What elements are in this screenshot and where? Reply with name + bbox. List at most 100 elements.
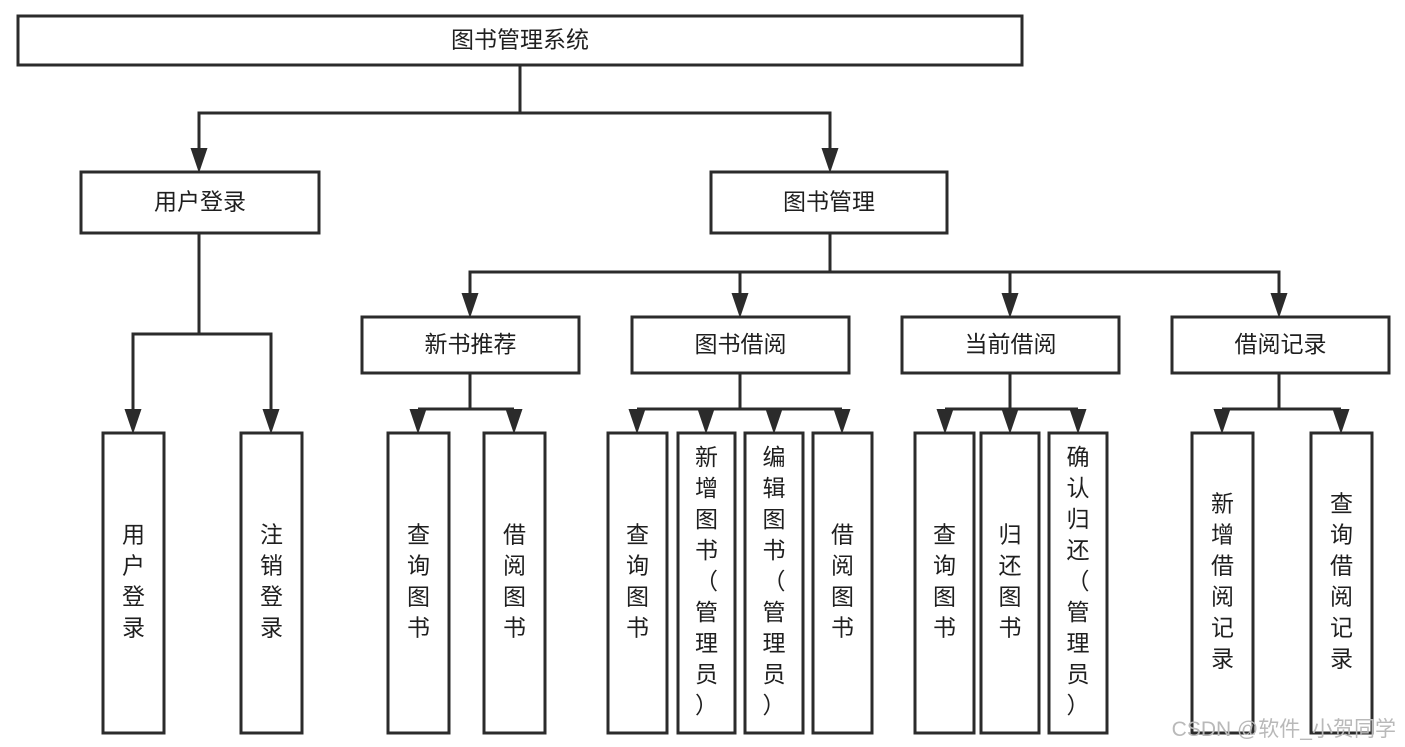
- node-borrow-record[interactable]: 借阅记录: [1170, 315, 1391, 375]
- arrow-head-icon: [833, 409, 851, 434]
- node-leaf-borrow-book-2[interactable]: 借阅图书: [811, 431, 874, 735]
- node-box[interactable]: [913, 431, 976, 735]
- arrow-head-icon: [821, 148, 839, 173]
- connector-current-borrow-to-leaf-query-book-3: [936, 407, 1010, 434]
- node-label: 图书管理: [783, 189, 875, 215]
- node-label: 注销登录: [260, 522, 283, 641]
- node-label: 查询图书: [933, 522, 956, 641]
- connector-current-borrow-to-leaf-return-book: [1001, 409, 1019, 434]
- node-label: 借阅图书: [831, 522, 854, 641]
- arrow-head-icon: [505, 409, 523, 434]
- node-label: 确认归还（管理员）: [1067, 444, 1090, 718]
- node-box[interactable]: [630, 315, 851, 375]
- node-label: 当前借阅: [965, 331, 1057, 357]
- arrow-head-icon: [697, 409, 715, 434]
- arrow-head-icon: [1001, 293, 1019, 318]
- connector-new-book-recommend-to-leaf-borrow-book-1: [470, 407, 523, 434]
- connector-root-to-user-login: [190, 111, 520, 173]
- connector-book-borrow-to-leaf-add-book: [697, 407, 740, 434]
- node-box[interactable]: [900, 315, 1121, 375]
- connector-book-borrow-to-leaf-borrow-book-2: [740, 407, 851, 434]
- edge-path: [520, 111, 832, 148]
- node-label: 借阅图书: [503, 522, 526, 641]
- arrow-head-icon: [409, 409, 427, 434]
- connector-book-manage-to-new-book-recommend: [461, 270, 830, 318]
- node-current-borrow[interactable]: 当前借阅: [900, 315, 1121, 375]
- arrow-head-icon: [1001, 409, 1019, 434]
- node-box[interactable]: [482, 431, 547, 735]
- node-leaf-logout[interactable]: 注销登录: [239, 431, 304, 735]
- edge-path: [830, 270, 1281, 293]
- node-root[interactable]: 图书管理系统: [16, 14, 1024, 67]
- node-label: 归还图书: [999, 522, 1022, 641]
- node-box[interactable]: [239, 431, 304, 735]
- node-leaf-edit-book[interactable]: 编辑图书（管理员）: [743, 431, 805, 735]
- connector-book-manage-to-book-borrow: [731, 270, 830, 318]
- node-label: 用户登录: [154, 189, 246, 215]
- node-box[interactable]: [606, 431, 669, 735]
- node-leaf-return-book[interactable]: 归还图书: [979, 431, 1041, 735]
- arrow-head-icon: [1213, 409, 1231, 434]
- connector-book-manage-to-borrow-record: [830, 270, 1288, 318]
- connector-borrow-record-to-leaf-add-record: [1213, 407, 1279, 434]
- node-box[interactable]: [16, 14, 1024, 67]
- arrow-head-icon: [936, 409, 954, 434]
- node-box[interactable]: [811, 431, 874, 735]
- node-book-manage[interactable]: 图书管理: [709, 170, 949, 235]
- node-box[interactable]: [1170, 315, 1391, 375]
- node-label: 图书管理系统: [451, 27, 589, 53]
- node-box[interactable]: [79, 170, 321, 235]
- node-box[interactable]: [709, 170, 949, 235]
- node-leaf-borrow-book-1[interactable]: 借阅图书: [482, 431, 547, 735]
- node-label: 新增借阅记录: [1211, 491, 1234, 672]
- connector-user-login-to-leaf-logout: [199, 332, 280, 434]
- node-label: 图书借阅: [695, 331, 787, 357]
- node-book-borrow[interactable]: 图书借阅: [630, 315, 851, 375]
- node-leaf-query-record[interactable]: 查询借阅记录: [1309, 431, 1374, 735]
- node-box[interactable]: [979, 431, 1041, 735]
- node-leaf-query-book-3[interactable]: 查询图书: [913, 431, 976, 735]
- node-box[interactable]: [1047, 431, 1109, 735]
- connector-book-manage-to-current-borrow: [830, 270, 1019, 318]
- node-box[interactable]: [386, 431, 451, 735]
- arrow-head-icon: [190, 148, 208, 173]
- node-leaf-confirm-return[interactable]: 确认归还（管理员）: [1047, 431, 1109, 735]
- node-box[interactable]: [360, 315, 581, 375]
- node-leaf-user-login[interactable]: 用户登录: [101, 431, 166, 735]
- csdn-watermark: CSDN @软件_小贺同学: [1172, 718, 1396, 741]
- arrow-head-icon: [1069, 409, 1087, 434]
- node-new-book-recommend[interactable]: 新书推荐: [360, 315, 581, 375]
- node-box[interactable]: [101, 431, 166, 735]
- node-label: 编辑图书（管理员）: [763, 444, 786, 718]
- node-leaf-query-book-1[interactable]: 查询图书: [386, 431, 451, 735]
- node-label: 用户登录: [122, 522, 145, 641]
- connector-user-login-to-leaf-user-login: [124, 332, 199, 434]
- node-leaf-query-book-2[interactable]: 查询图书: [606, 431, 669, 735]
- connector-book-borrow-to-leaf-edit-book: [740, 407, 783, 434]
- connector-root-to-book-manage: [520, 111, 839, 173]
- node-box[interactable]: [743, 431, 805, 735]
- node-box[interactable]: [1190, 431, 1255, 735]
- arrow-head-icon: [628, 409, 646, 434]
- node-box[interactable]: [676, 431, 737, 735]
- arrow-head-icon: [765, 409, 783, 434]
- node-box[interactable]: [1309, 431, 1374, 735]
- node-label: 查询借阅记录: [1330, 491, 1353, 672]
- nodes-layer: 图书管理系统用户登录图书管理新书推荐图书借阅当前借阅借阅记录用户登录注销登录查询…: [16, 14, 1391, 735]
- edge-path: [199, 332, 273, 409]
- node-leaf-add-book[interactable]: 新增图书（管理员）: [676, 431, 737, 735]
- arrow-head-icon: [262, 409, 280, 434]
- connectors-layer: [124, 65, 1350, 434]
- node-leaf-add-record[interactable]: 新增借阅记录: [1190, 431, 1255, 735]
- edge-path: [131, 332, 199, 409]
- node-label: 查询图书: [407, 522, 430, 641]
- connector-new-book-recommend-to-leaf-query-book-1: [409, 407, 470, 434]
- node-user-login[interactable]: 用户登录: [79, 170, 321, 235]
- arrow-head-icon: [461, 293, 479, 318]
- connector-current-borrow-to-leaf-confirm-return: [1010, 407, 1087, 434]
- edge-path: [738, 270, 830, 293]
- arrow-head-icon: [731, 293, 749, 318]
- edge-path: [468, 270, 830, 293]
